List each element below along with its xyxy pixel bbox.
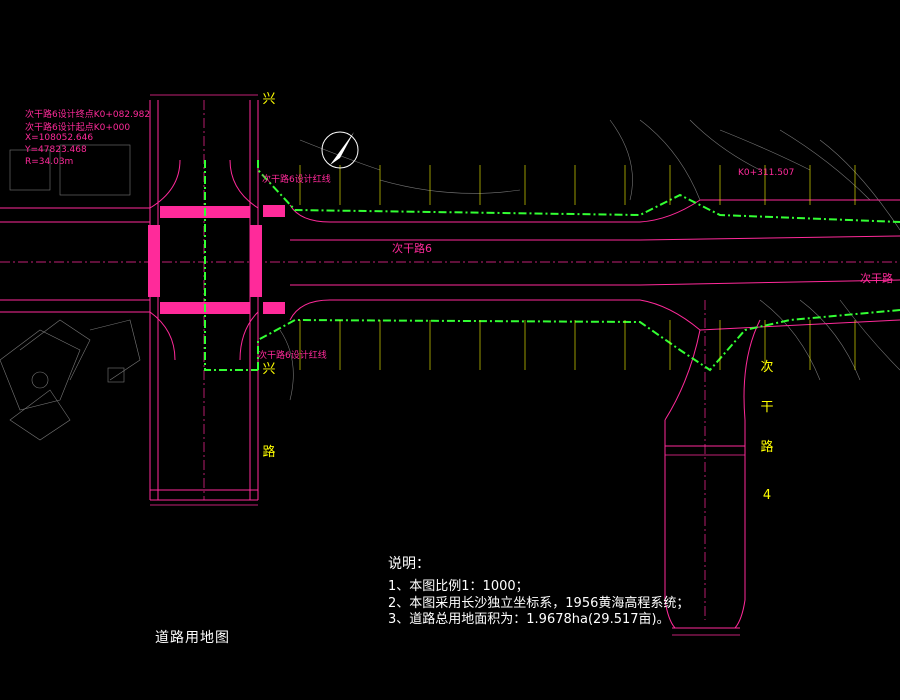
- crosswalk-markings: [148, 205, 285, 314]
- cross-road-label-bottom-2: 路: [262, 445, 276, 460]
- side-road-label-3: 路: [760, 440, 774, 455]
- design-redline-label-bottom: 次干路6设计红线: [258, 351, 327, 361]
- notes-heading: 说明：: [388, 556, 430, 572]
- side-road-label-2: 干: [760, 400, 774, 415]
- design-redline-label-top: 次干路6设计红线: [262, 175, 331, 185]
- annotation-top-left-1: 次干路6设计终点K0+082.982: [25, 110, 151, 120]
- cross-road-label-bottom-1: 兴: [262, 362, 276, 377]
- note-item-1: 1、本图比例1：1000；: [388, 579, 529, 594]
- annotation-top-left-3: X=108052.646: [25, 133, 94, 143]
- side-road-label-1: 次: [760, 360, 774, 375]
- terrain-layer: [0, 119, 900, 441]
- note-item-3: 3、道路总用地面积为：1.9678ha(29.517亩)。: [388, 612, 670, 627]
- annotation-top-left-5: R=34.03m: [25, 157, 74, 167]
- annotation-right-top: K0+311.507: [738, 168, 795, 178]
- drawing-title: 道路用地图: [155, 630, 230, 646]
- land-use-boundary: [204, 160, 900, 372]
- note-item-2: 2、本图采用长沙独立坐标系，1956黄海高程系统；: [388, 596, 690, 611]
- dimension-lines: [150, 94, 745, 636]
- cross-road-label-top: 兴: [262, 92, 276, 107]
- east-road-label: 次干路: [860, 272, 893, 285]
- annotation-top-left-2: 次干路6设计起点K0+000: [25, 123, 131, 133]
- branch-road-lines: [664, 300, 761, 629]
- station-tick-group: [299, 165, 856, 370]
- main-road-label: 次干路6: [392, 242, 432, 255]
- side-road-label-4: 4: [762, 488, 772, 503]
- annotation-top-left-4: Y=47823.468: [25, 145, 87, 155]
- main-road-lines: [0, 199, 900, 331]
- north-arrow-icon: [321, 131, 359, 169]
